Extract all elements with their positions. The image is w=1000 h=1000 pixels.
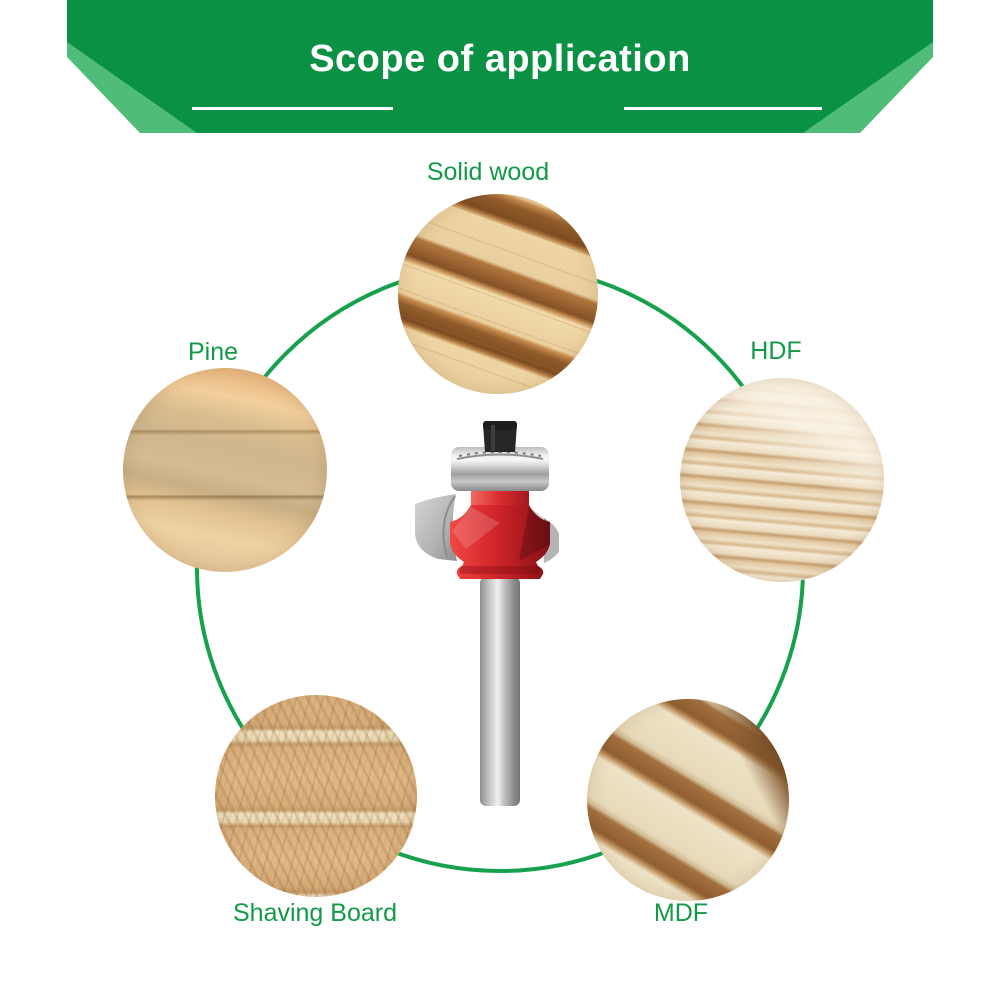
shaving-board-photo [215,695,417,897]
mdf-photo [587,699,789,901]
bit-bearing-groove [456,453,544,460]
hdf-photo [680,378,884,582]
pine-photo [123,368,327,572]
router-bit-image [415,421,559,806]
bit-red-highlight [452,507,500,549]
bit-wing-profile-line [442,495,456,558]
mdf-label: MDF [653,899,709,927]
banner-underline-right [624,107,822,110]
solid-wood-label: Solid wood [426,158,550,186]
bit-bearing [451,447,549,491]
bit-red-body [450,505,550,579]
bit-red-neck [471,489,529,507]
bit-nut-top [483,421,517,430]
solid-wood-photo [398,194,598,394]
pine-label: Pine [187,338,239,366]
bit-nut-highlight [491,425,495,451]
banner-body [67,0,933,133]
bit-shank [480,577,520,806]
hdf-label: HDF [750,337,802,365]
page-title: Scope of application [309,38,691,80]
banner-ribbon [67,0,933,133]
banner-underline-left [192,107,393,110]
shaving-board-label: Shaving Board [232,899,398,927]
bit-red-shadow [519,507,550,561]
bit-red-ring [459,566,541,574]
banner: Scope of application [0,0,1000,150]
